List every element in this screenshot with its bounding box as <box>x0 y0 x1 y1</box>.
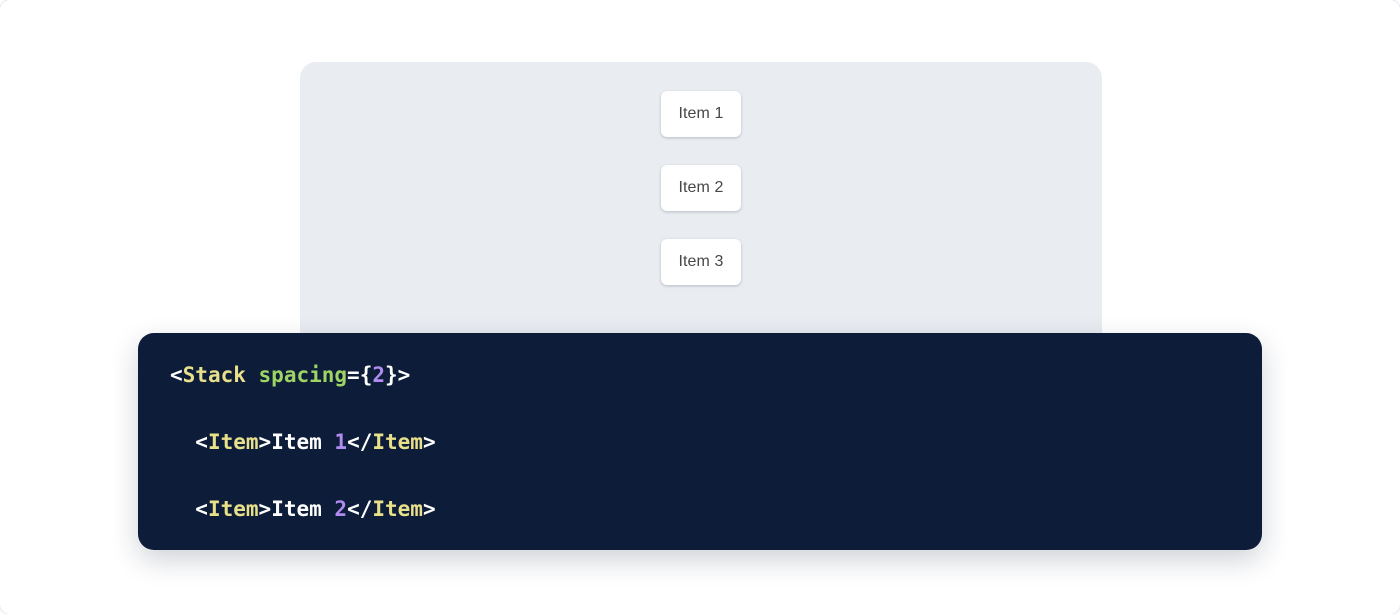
stack-item-label: Item 2 <box>678 179 724 196</box>
code-token-punct: </ <box>347 497 373 522</box>
stack-item-1[interactable]: Item 1 <box>661 91 741 137</box>
code-token-punct: < <box>170 363 183 387</box>
stack-item-2[interactable]: Item 2 <box>661 165 741 211</box>
code-token-punct: </ <box>347 430 373 455</box>
stack-item-label: Item 3 <box>678 253 724 270</box>
code-token-attr: spacing <box>258 363 348 387</box>
code-snippet-panel[interactable]: <Stack spacing={2}> <Item>Item 1</Item> … <box>138 333 1262 550</box>
code-line: <Item>Item 1</Item> <box>170 426 1230 460</box>
code-token-tag: Item <box>207 497 259 522</box>
code-token-punct: ={ <box>347 363 373 387</box>
component-preview-panel: Item 1 Item 2 Item 3 <box>300 62 1102 372</box>
code-token-tag: Item <box>372 497 423 522</box>
code-token-tag: Item <box>372 430 423 455</box>
stack-item-3[interactable]: Item 3 <box>661 239 741 285</box>
code-token-punct: > <box>258 497 272 522</box>
stack-container: Item 1 Item 2 Item 3 <box>661 91 741 285</box>
code-token-punct: > <box>258 430 272 455</box>
code-token-text <box>246 363 259 387</box>
code-token-tag: Item <box>207 430 259 455</box>
stack-item-label: Item 1 <box>678 105 724 122</box>
code-token-tag: Stack <box>182 363 246 387</box>
code-token-num: 1 <box>334 430 348 455</box>
code-token-punct: }> <box>385 363 411 387</box>
code-token-num: 2 <box>372 363 385 387</box>
code-token-punct: > <box>422 497 436 522</box>
code-token-punct: < <box>195 497 208 522</box>
code-line: <Item>Item 2</Item> <box>170 493 1230 527</box>
code-token-punct: < <box>195 430 208 455</box>
code-token-punct: > <box>422 430 436 455</box>
code-snippet: <Stack spacing={2}> <Item>Item 1</Item> … <box>170 359 1230 550</box>
code-token-num: 2 <box>334 497 348 522</box>
code-token-text: Item <box>271 430 335 455</box>
code-line: <Stack spacing={2}> <box>170 359 1230 393</box>
code-token-text: Item <box>271 497 335 522</box>
